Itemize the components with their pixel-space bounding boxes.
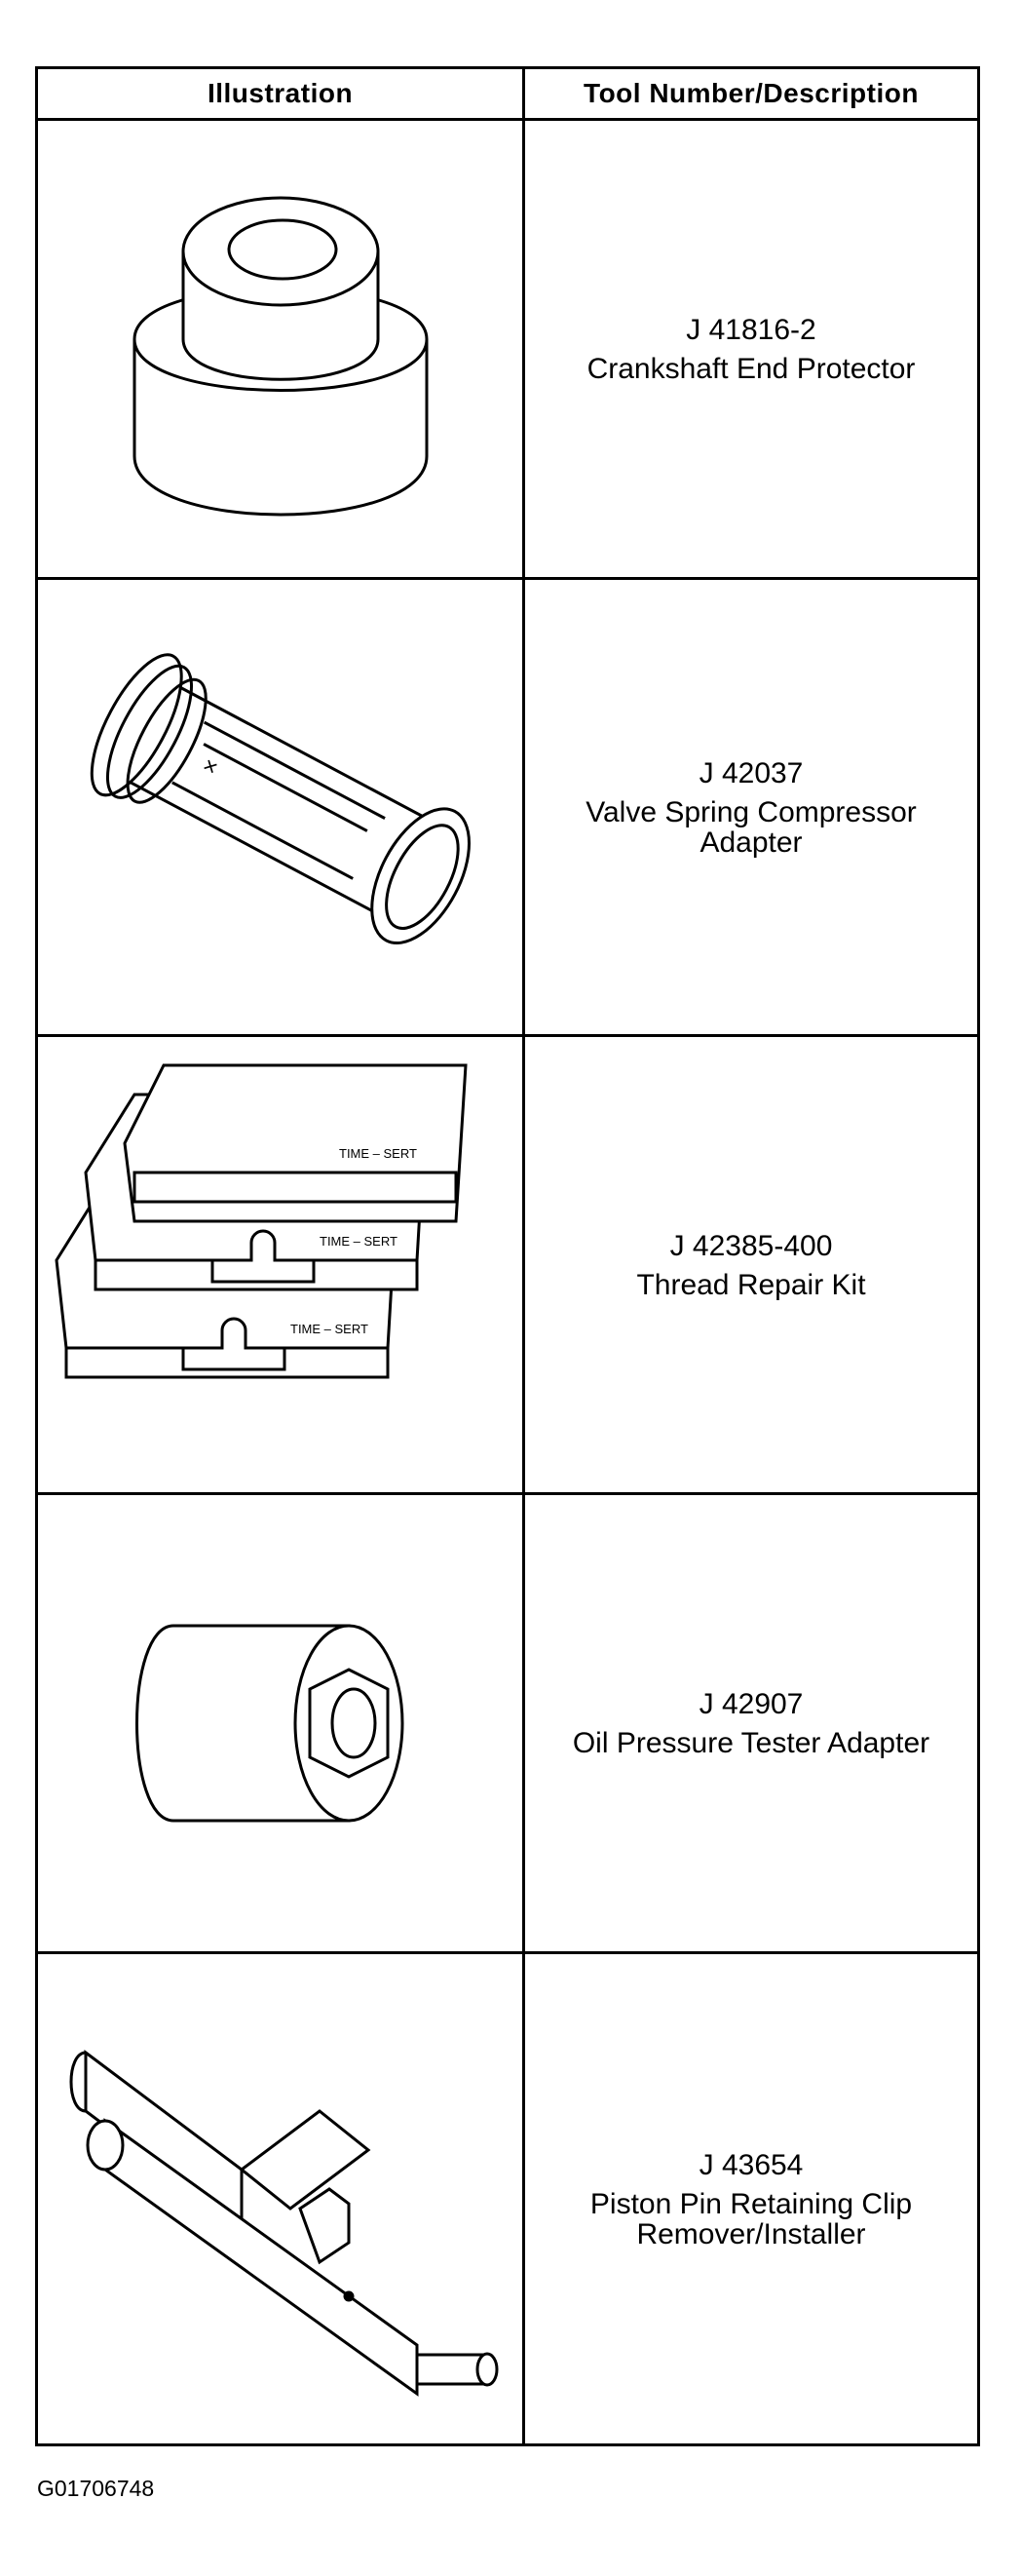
tool-table: Illustration Tool Number/Description J 4… <box>35 66 980 2446</box>
box-label: TIME – SERT <box>290 1322 368 1336</box>
tool-description: J 41816-2 Crankshaft End Protector <box>525 121 977 577</box>
tool-number: J 41816-2 <box>686 314 816 347</box>
piston-pin-clip-tool-illustration <box>38 1954 522 2443</box>
header-tool-number-description: Tool Number/Description <box>584 78 919 108</box>
box-label: TIME – SERT <box>320 1234 397 1249</box>
row-divider <box>38 1034 977 1037</box>
tool-description-text: Oil Pressure Tester Adapter <box>572 1727 930 1760</box>
valve-spring-compressor-adapter-illustration: × <box>38 580 522 1034</box>
oil-pressure-tester-adapter-illustration <box>38 1495 522 1951</box>
row-divider <box>38 118 977 121</box>
tool-description: J 42037 Valve Spring Compressor Adapter <box>525 580 977 1034</box>
tool-number: J 42907 <box>699 1688 804 1721</box>
row-divider <box>38 1492 977 1495</box>
figure-id: G01706748 <box>37 2476 155 2501</box>
tool-description-text: Piston Pin Retaining Clip Remover/Instal… <box>589 2187 913 2250</box>
tool-description-text: Thread Repair Kit <box>636 1268 866 1301</box>
table-row: × J 42037 Valve Spring Compressor Adapte… <box>38 580 977 1034</box>
tool-description: J 42907 Oil Pressure Tester Adapter <box>525 1495 977 1951</box>
row-divider <box>38 577 977 580</box>
thread-repair-kit-illustration: TIME – SERT TIME – SERT TIME – SERT <box>38 1037 522 1492</box>
tool-number: J 42385-400 <box>669 1229 833 1262</box>
table-row: J 41816-2 Crankshaft End Protector <box>38 121 977 577</box>
box-label: TIME – SERT <box>339 1146 417 1161</box>
tool-description-text: Valve Spring Compressor Adapter <box>586 795 917 859</box>
row-divider <box>38 1951 977 1954</box>
table-row: J 42907 Oil Pressure Tester Adapter <box>38 1495 977 1951</box>
tool-description-text: Crankshaft End Protector <box>586 353 916 386</box>
tool-number: J 43654 <box>699 2148 804 2181</box>
tool-description: J 42385-400 Thread Repair Kit <box>525 1037 977 1492</box>
crankshaft-end-protector-illustration <box>38 121 522 577</box>
tool-number: J 42037 <box>699 756 804 789</box>
table-row: J 43654 Piston Pin Retaining Clip Remove… <box>38 1954 977 2443</box>
column-divider <box>522 69 525 2443</box>
table-row: TIME – SERT TIME – SERT TIME – SERT J 42… <box>38 1037 977 1492</box>
header-illustration: Illustration <box>207 78 354 108</box>
tool-description: J 43654 Piston Pin Retaining Clip Remove… <box>525 1954 977 2443</box>
